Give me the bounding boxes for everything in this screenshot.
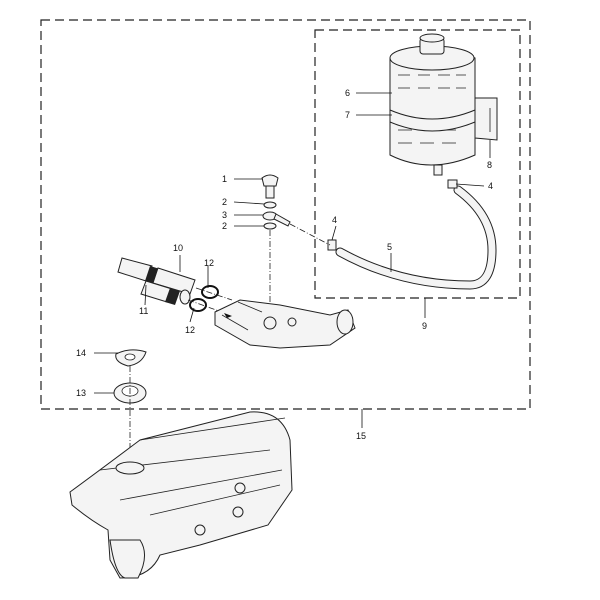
hose-union-10 — [117, 257, 196, 295]
callout-12: 12 — [185, 325, 195, 335]
callout-12: 12 — [204, 258, 214, 268]
callout-7: 7 — [345, 110, 350, 120]
callout-9: 9 — [422, 321, 427, 331]
callout-15: 15 — [356, 431, 366, 441]
hose-clip — [447, 179, 458, 189]
callout-13: 13 — [76, 388, 86, 398]
o-ring — [189, 298, 207, 312]
o-ring — [201, 285, 219, 299]
callout-11: 11 — [139, 306, 148, 316]
callout-4: 4 — [488, 181, 493, 191]
callout-2: 2 — [222, 197, 227, 207]
reservoir-boundary-9 — [314, 29, 521, 299]
banjo-bolt-set — [261, 174, 291, 230]
engine-cover — [69, 411, 293, 579]
assembly-boundary-15 — [40, 19, 531, 410]
hose-union-11 — [140, 280, 191, 305]
callout-3: 3 — [222, 210, 227, 220]
pump-manifold — [214, 299, 356, 349]
callout-2: 2 — [222, 221, 227, 231]
callout-10: 10 — [173, 243, 183, 253]
reservoir — [389, 33, 498, 176]
callout-8: 8 — [487, 160, 492, 170]
callout-1: 1 — [222, 174, 227, 184]
callout-5: 5 — [387, 242, 392, 252]
leader-lines — [94, 92, 491, 428]
callout-14: 14 — [76, 348, 86, 358]
callout-4: 4 — [332, 215, 337, 225]
callout-6: 6 — [345, 88, 350, 98]
